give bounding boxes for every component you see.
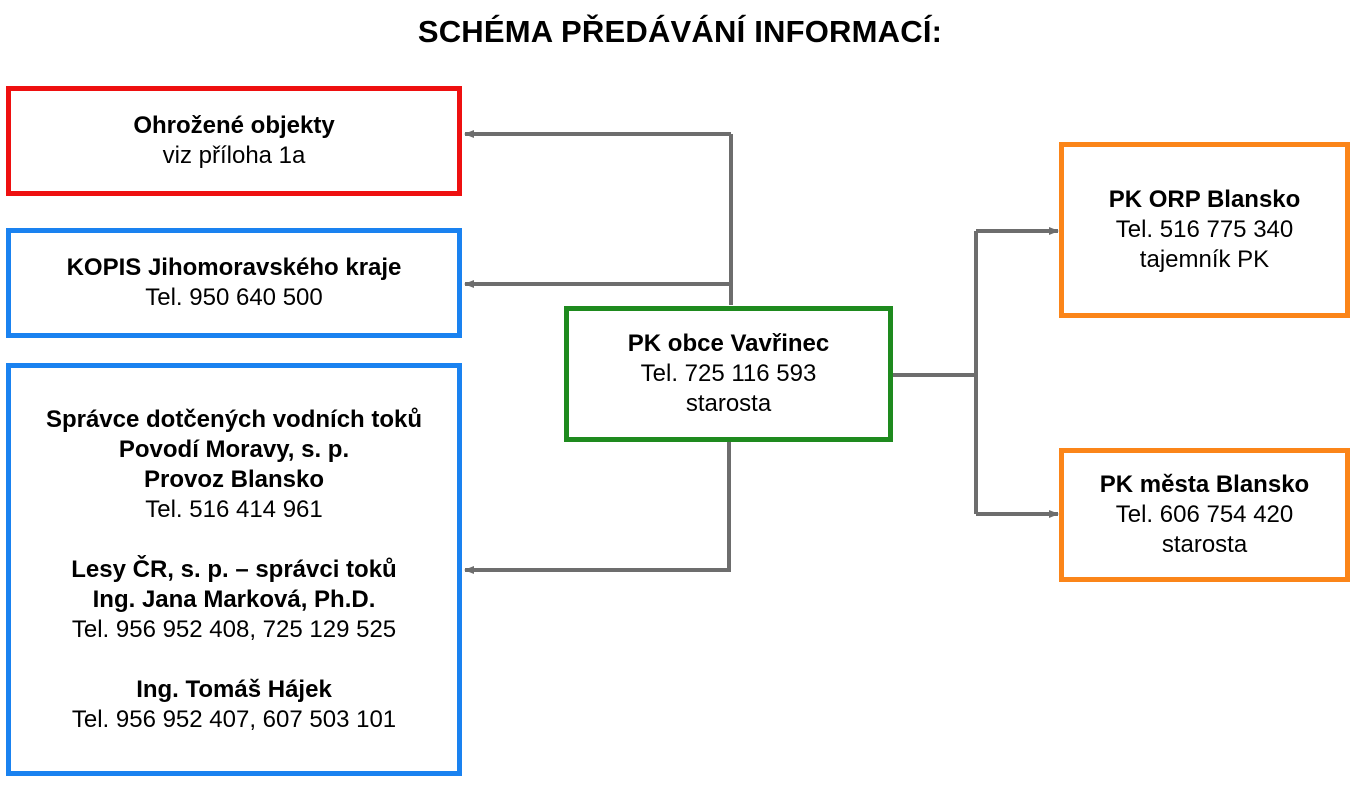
box-pk-orp-blansko: PK ORP Blansko Tel. 516 775 340 tajemník… (1059, 142, 1350, 318)
water-heading-3: Provoz Blansko (143, 465, 325, 493)
orp-role: tajemník PK (1139, 246, 1270, 273)
orp-phone: Tel. 516 775 340 (1115, 216, 1294, 243)
center-heading: PK obce Vavřinec (627, 330, 830, 357)
water-heading-2: Povodí Moravy, s. p. (118, 435, 350, 463)
water-heading-6: Ing. Tomáš Hájek (136, 675, 332, 703)
city-role: starosta (1161, 531, 1248, 558)
box-pk-mesta-blansko: PK města Blansko Tel. 606 754 420 staros… (1059, 448, 1350, 582)
water-heading-5: Ing. Jana Marková, Ph.D. (92, 585, 376, 613)
center-role: starosta (685, 390, 772, 417)
kopis-heading: KOPIS Jihomoravského kraje (66, 254, 402, 281)
box-threatened-objects: Ohrožené objekty viz příloha 1a (6, 86, 462, 196)
arrow-to-water-managers (464, 442, 731, 574)
city-heading: PK města Blansko (1099, 471, 1310, 498)
water-phone-2: Tel. 956 952 408, 725 129 525 (71, 615, 397, 643)
box-kopis: KOPIS Jihomoravského kraje Tel. 950 640 … (6, 228, 462, 338)
threatened-reference: viz příloha 1a (162, 142, 306, 169)
water-phone-1: Tel. 516 414 961 (145, 495, 323, 523)
city-phone: Tel. 606 754 420 (1115, 501, 1294, 528)
box-center-pk-vavrinec: PK obce Vavřinec Tel. 725 116 593 staros… (564, 306, 893, 442)
kopis-phone: Tel. 950 640 500 (145, 284, 323, 311)
water-heading-1: Správce dotčených vodních toků (45, 405, 423, 433)
center-phone: Tel. 725 116 593 (640, 360, 817, 387)
orp-heading: PK ORP Blansko (1108, 186, 1301, 213)
water-phone-3: Tel. 956 952 407, 607 503 101 (71, 705, 397, 733)
water-heading-4: Lesy ČR, s. p. – správci toků (71, 555, 397, 583)
box-water-managers: Správce dotčených vodních toků Povodí Mo… (6, 363, 462, 776)
diagram-title: SCHÉMA PŘEDÁVÁNÍ INFORMACÍ: (417, 14, 943, 49)
threatened-heading: Ohrožené objekty (133, 112, 335, 139)
